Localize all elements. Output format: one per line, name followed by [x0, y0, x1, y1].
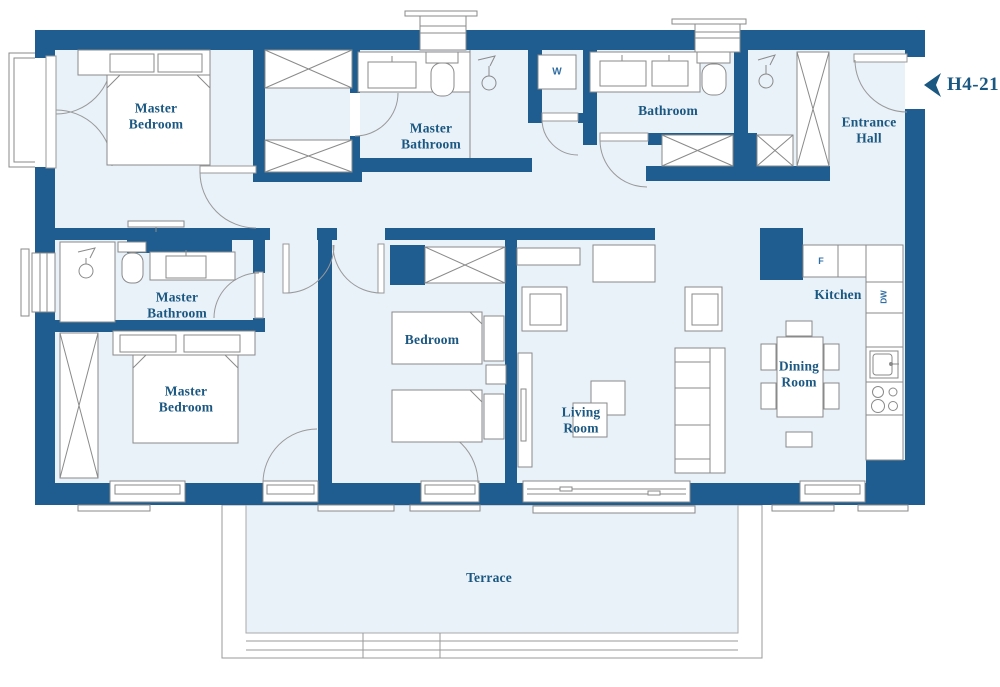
room-label-entrance-hall: Entrance Hall: [841, 114, 897, 146]
chair: [760, 343, 777, 371]
tv: [520, 388, 527, 442]
dining-set: [760, 320, 840, 448]
bed-single: [391, 311, 483, 365]
entrance-door-leaf: [853, 53, 908, 63]
unit-arrow-icon: [924, 73, 941, 97]
master-bathroom2-door-leaf: [254, 271, 264, 319]
toilet-bowl: [121, 252, 144, 284]
toilet-tank: [696, 51, 731, 64]
room-label-living-room: Living Room: [561, 404, 601, 436]
unit-tag: H4-21: [947, 74, 1000, 95]
toilet-bowl: [701, 63, 727, 96]
bathroom-fixtures: [589, 51, 776, 96]
room-label-dining-room: Dining Room: [778, 358, 820, 390]
bed-double-top: [77, 49, 211, 166]
toilet-tank: [117, 241, 147, 253]
dishwasher-label: DW: [879, 290, 889, 304]
cabinet: [516, 247, 581, 266]
sofa: [674, 347, 726, 474]
bed-single: [391, 389, 483, 443]
room-label-master-bedroom-top: Master Bedroom: [128, 100, 184, 132]
chair: [823, 382, 840, 410]
cabinet: [592, 244, 656, 283]
washer-closet-door-leaf: [541, 112, 579, 122]
living-room-furniture: [516, 244, 726, 474]
console-table: [127, 220, 185, 232]
kitchen-counters: [802, 244, 904, 461]
room-label-master-bathroom-left: Master Bathroom: [147, 289, 207, 321]
shower-icon: [77, 247, 96, 264]
room-label-bedroom: Bedroom: [404, 331, 460, 347]
windows: [20, 10, 909, 514]
nightstand: [485, 364, 507, 385]
toilet-bowl: [430, 62, 455, 97]
bed-double-bottom: [59, 330, 256, 479]
chair: [760, 382, 777, 410]
master-bathroom-door-arc: [354, 92, 399, 137]
master-bathroom-top-fixtures: [357, 50, 497, 158]
fridge-label: F: [818, 256, 824, 266]
bathroom-door-leaf: [599, 132, 649, 142]
toilet-tank: [425, 51, 459, 64]
sink: [651, 60, 689, 87]
shower-tray: [59, 241, 116, 323]
terrace-structure: [221, 504, 763, 659]
room-label-master-bedroom-bottom: Master Bedroom: [158, 383, 214, 415]
balcony: [8, 52, 40, 168]
washer-box: [537, 54, 577, 90]
hall-wardrobes: [661, 51, 830, 167]
window-sill: [20, 248, 30, 317]
window: [31, 252, 56, 313]
room-label-master-bathroom-top: Master Bathroom: [401, 120, 461, 152]
chair: [785, 320, 813, 337]
chair: [823, 343, 840, 371]
room-label-kitchen: Kitchen: [814, 286, 862, 302]
balcony-door-leaf: [45, 55, 57, 169]
coffee-table: [572, 402, 608, 438]
room-label-terrace: Terrace: [466, 569, 512, 585]
chair: [785, 431, 813, 448]
master-bathroom-left-fixtures: [59, 241, 236, 323]
master-bedroom-door-leaf: [199, 165, 257, 174]
sink: [599, 60, 647, 87]
sliding-door: [522, 480, 691, 503]
doors: [45, 53, 908, 484]
room-label-bathroom: Bathroom: [638, 102, 698, 118]
shower-icon: [757, 54, 776, 74]
shower-icon: [477, 55, 496, 76]
stove: [871, 386, 898, 413]
furniture: [59, 49, 904, 479]
wardrobe-icon: [264, 49, 353, 173]
sink: [367, 61, 417, 89]
washer-label: W: [552, 66, 562, 78]
terrace-door-arc-1: [262, 428, 318, 484]
bedroom-furniture: [391, 246, 507, 443]
dining-table: [776, 336, 824, 418]
sink: [165, 255, 207, 279]
